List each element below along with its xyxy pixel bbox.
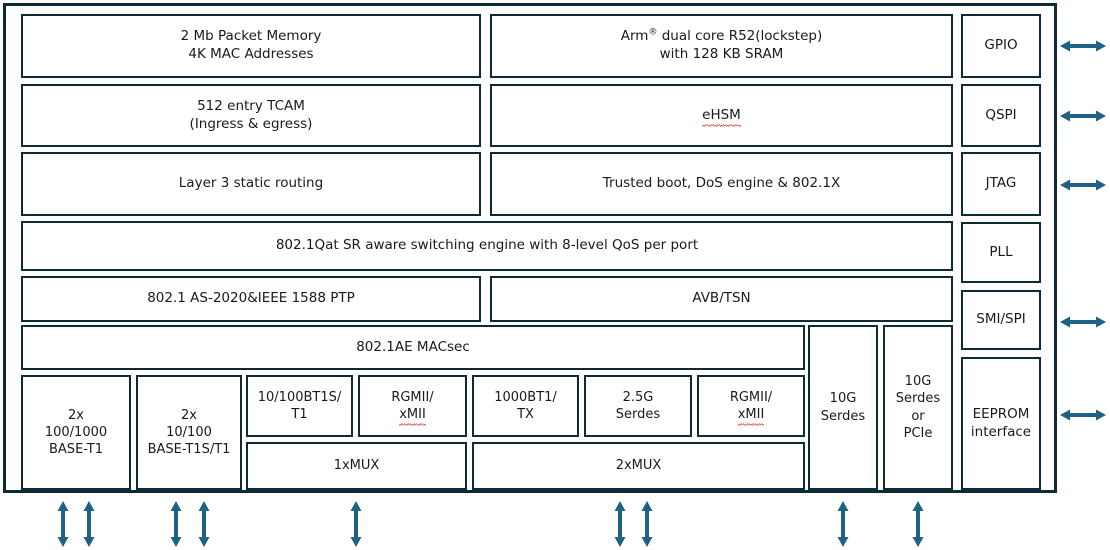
block-layer3-routing[interactable]: Layer 3 static routing bbox=[21, 152, 481, 216]
arrow-10g-serdes-or-pcie bbox=[909, 501, 927, 547]
arrow-2xmux-a bbox=[611, 501, 629, 547]
block-layer3-routing-label: Layer 3 static routing bbox=[178, 175, 324, 192]
block-iface-rgmii-xmii-1[interactable]: RGMII/xMII bbox=[358, 375, 467, 437]
block-macsec[interactable]: 802.1AE MACsec bbox=[21, 325, 805, 370]
arrow-port-1a bbox=[54, 501, 72, 547]
block-qspi-label: QSPI bbox=[985, 106, 1017, 123]
block-ehsm-label: eHSM bbox=[702, 106, 741, 128]
block-qspi[interactable]: QSPI bbox=[961, 84, 1041, 147]
arrow-gpio bbox=[1060, 37, 1106, 55]
arrow-qspi bbox=[1060, 107, 1106, 125]
block-iface-10-100bt1s-t1[interactable]: 10/100BT1S/ T1 bbox=[246, 375, 353, 437]
block-avb-tsn[interactable]: AVB/TSN bbox=[490, 276, 953, 322]
block-iface-rgmii-xmii-2-label: RGMII/xMII bbox=[729, 389, 773, 427]
block-10g-serdes-or-pcie[interactable]: 10G Serdes or PCIe bbox=[883, 325, 953, 490]
block-iface-10-100bt1s-t1-label: 10/100BT1S/ T1 bbox=[257, 389, 342, 422]
arrow-eeprom bbox=[1060, 406, 1106, 424]
block-port-100-1000-base-t1[interactable]: 2x 100/1000 BASE-T1 bbox=[21, 375, 131, 490]
arrow-port-2b bbox=[195, 501, 213, 547]
arrow-port-1b bbox=[80, 501, 98, 547]
arrow-jtag bbox=[1060, 176, 1106, 194]
block-eeprom-interface-label: EEPROM interface bbox=[970, 405, 1032, 440]
block-iface-rgmii-xmii-2[interactable]: RGMII/xMII bbox=[697, 375, 805, 437]
block-smi-spi[interactable]: SMI/SPI bbox=[961, 290, 1041, 350]
block-port-10-100-base-t1s-t1[interactable]: 2x 10/100 BASE-T1S/T1 bbox=[136, 375, 242, 490]
block-jtag-label: JTAG bbox=[985, 175, 1017, 192]
block-macsec-label: 802.1AE MACsec bbox=[356, 338, 470, 355]
block-1xmux[interactable]: 1xMUX bbox=[246, 442, 467, 490]
block-ehsm[interactable]: eHSM bbox=[490, 84, 953, 147]
arrow-1xmux bbox=[347, 501, 365, 547]
block-switching-engine[interactable]: 802.1Qat SR aware switching engine with … bbox=[21, 221, 953, 271]
block-2xmux[interactable]: 2xMUX bbox=[472, 442, 805, 490]
block-2xmux-label: 2xMUX bbox=[615, 458, 662, 474]
block-eeprom-interface[interactable]: EEPROM interface bbox=[961, 357, 1041, 490]
block-pll[interactable]: PLL bbox=[961, 222, 1041, 283]
block-switching-engine-label: 802.1Qat SR aware switching engine with … bbox=[275, 237, 699, 254]
block-iface-2p5g-serdes-label: 2.5G Serdes bbox=[615, 389, 661, 422]
arrow-smi-spi bbox=[1060, 313, 1106, 331]
block-jtag[interactable]: JTAG bbox=[961, 152, 1041, 216]
arrow-2xmux-b bbox=[638, 501, 656, 547]
block-gpio[interactable]: GPIO bbox=[961, 14, 1041, 78]
block-gpio-label: GPIO bbox=[984, 37, 1018, 54]
arrow-port-2a bbox=[167, 501, 185, 547]
block-avb-tsn-label: AVB/TSN bbox=[692, 290, 751, 307]
block-iface-2p5g-serdes[interactable]: 2.5G Serdes bbox=[584, 375, 692, 437]
block-smi-spi-label: SMI/SPI bbox=[976, 311, 1026, 328]
block-iface-1000bt1-tx-label: 1000BT1/ TX bbox=[494, 389, 557, 422]
block-10g-serdes-or-pcie-label: 10G Serdes or PCIe bbox=[895, 374, 941, 441]
block-pll-label: PLL bbox=[989, 243, 1013, 260]
block-trusted-boot-label: Trusted boot, DoS engine & 802.1X bbox=[602, 175, 841, 192]
block-tcam-label: 512 entry TCAM (Ingress & egress) bbox=[189, 97, 313, 132]
arrow-10g-serdes bbox=[834, 501, 852, 547]
block-port-100-1000-base-t1-label: 2x 100/1000 BASE-T1 bbox=[44, 407, 108, 458]
block-port-10-100-base-t1s-t1-label: 2x 10/100 BASE-T1S/T1 bbox=[147, 407, 231, 458]
block-iface-rgmii-xmii-1-label: RGMII/xMII bbox=[391, 389, 434, 427]
block-ptp-label: 802.1 AS-2020&IEEE 1588 PTP bbox=[147, 290, 355, 307]
block-trusted-boot[interactable]: Trusted boot, DoS engine & 802.1X bbox=[490, 152, 953, 216]
block-iface-1000bt1-tx[interactable]: 1000BT1/ TX bbox=[472, 375, 579, 437]
block-ptp[interactable]: 802.1 AS-2020&IEEE 1588 PTP bbox=[21, 276, 481, 322]
block-tcam[interactable]: 512 entry TCAM (Ingress & egress) bbox=[21, 84, 481, 147]
block-packet-memory[interactable]: 2 Mb Packet Memory 4K MAC Addresses bbox=[21, 14, 481, 78]
block-arm-cpu-label: Arm® dual core R52(lockstep)with 128 KB … bbox=[620, 27, 823, 62]
block-packet-memory-label: 2 Mb Packet Memory 4K MAC Addresses bbox=[180, 28, 322, 62]
registered-mark-icon: ® bbox=[648, 27, 658, 38]
block-arm-cpu[interactable]: Arm® dual core R52(lockstep)with 128 KB … bbox=[490, 14, 953, 78]
block-1xmux-label: 1xMUX bbox=[333, 458, 380, 474]
block-10g-serdes[interactable]: 10G Serdes bbox=[808, 325, 878, 490]
block-10g-serdes-label: 10G Serdes bbox=[820, 391, 866, 424]
